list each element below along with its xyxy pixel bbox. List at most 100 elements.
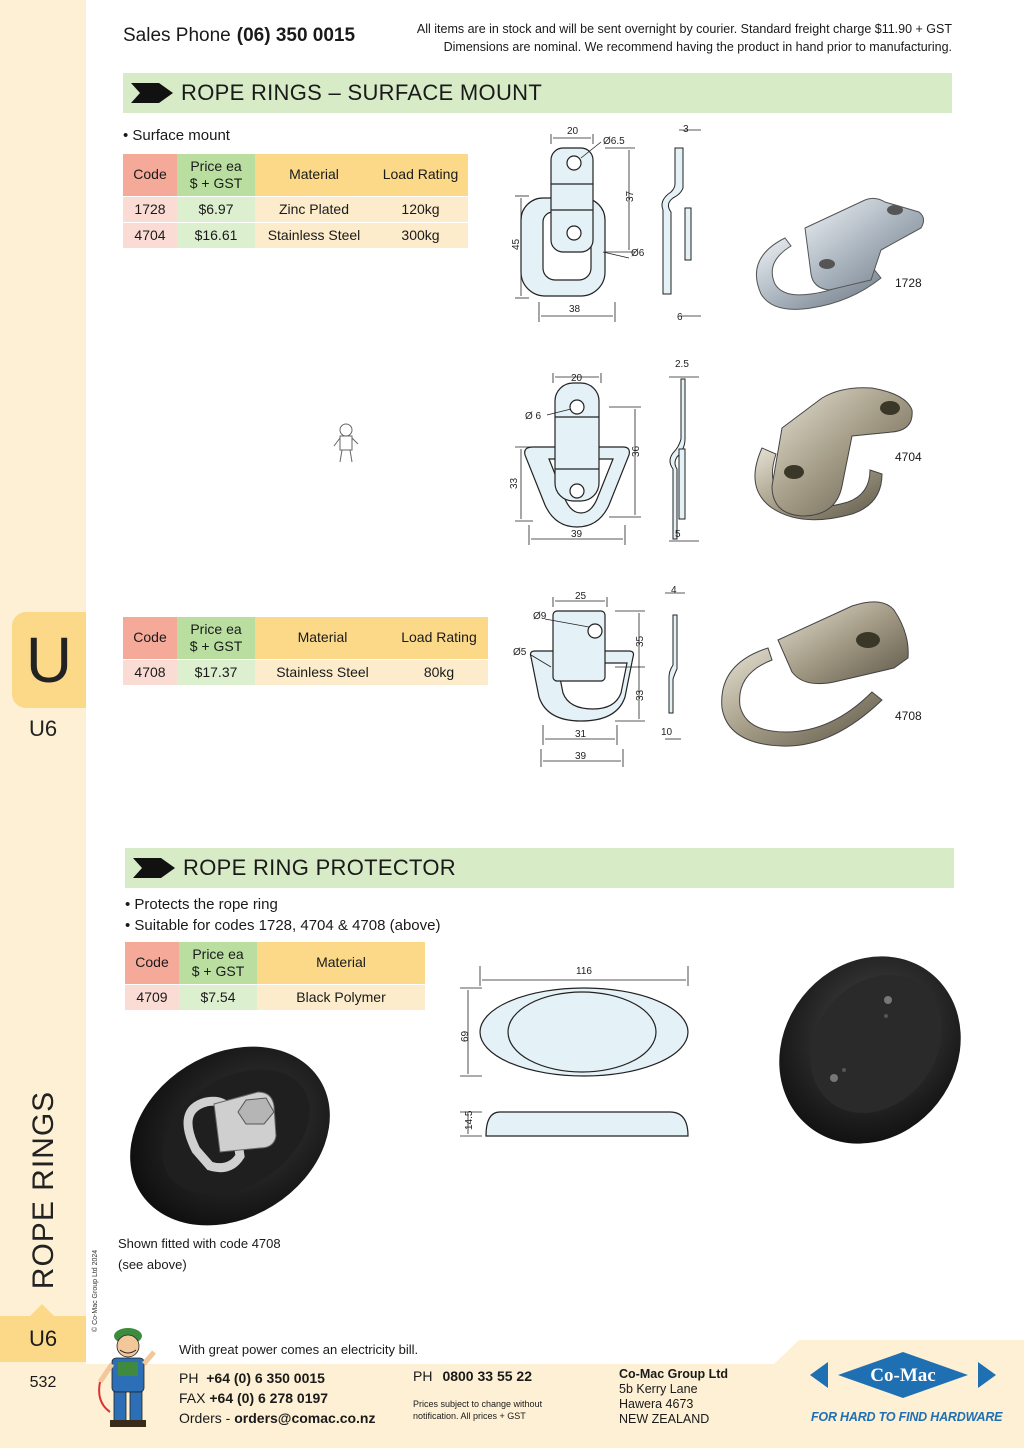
bullet-surface-mount: • Surface mount [123,127,230,144]
dim-label: Ø6 [631,248,645,259]
prices-note-line-2: notification. All prices + GST [413,1411,526,1421]
cell-code: 4708 [123,658,177,685]
company-address: Co-Mac Group Ltd 5b Kerry Lane Hawera 46… [619,1367,728,1427]
dim-label: 5 [675,529,681,540]
dim-label: 20 [571,373,583,384]
address-line-1: 5b Kerry Lane [619,1382,698,1396]
table-row[interactable]: 1728 $6.97 Zinc Plated 120kg [123,195,468,222]
cell-price: $17.37 [177,658,255,685]
bottom-tab-code: U6 [28,1326,58,1351]
page-number: 532 [29,1374,57,1391]
tagline: With great power comes an electricity bi… [179,1342,419,1357]
ph2-label: PH [413,1368,433,1384]
tab-letter: U [25,624,73,696]
header-material: Material [255,617,390,659]
header-code: Code [123,617,177,659]
fax-number[interactable]: +64 (0) 6 278 0197 [209,1390,329,1406]
photo-1728 [756,197,925,310]
dim-label: 45 [511,238,522,250]
photo-4708 [721,601,909,747]
table-row[interactable]: 4709 $7.54 Black Polymer [125,983,425,1010]
bottom-tab: U6 [0,1304,86,1362]
dim-label: Ø9 [533,611,547,622]
prices-note-line-1: Prices subject to change without [413,1399,543,1409]
dim-label: 4 [671,585,677,596]
dim-label: Ø6.5 [603,136,625,147]
logo-tagline: FOR HARD TO FIND HARDWARE [811,1410,1003,1424]
header-price: Price ea$ + GST [177,617,255,659]
cell-code: 4704 [123,221,177,248]
photo-caption: Shown fitted with code 4708 (see above) [118,1233,281,1275]
cell-load: 120kg [373,195,468,222]
cell-material: Black Polymer [257,983,425,1010]
bullet-protects: • Protects the rope ring [125,896,278,913]
photo-4709 [779,956,961,1144]
header-code: Code [125,942,179,984]
cell-price: $7.54 [179,983,257,1010]
table-row[interactable]: 4704 $16.61 Stainless Steel 300kg [123,221,468,248]
cell-material: Stainless Steel [255,221,373,248]
fax-label: FAX [179,1390,206,1406]
photo-label: 4708 [895,709,922,723]
sales-phone-number[interactable]: (06) 350 0015 [236,25,356,46]
logo-text: Co-Mac [870,1365,935,1386]
sales-phone: Sales Phone(06) 350 0015 [123,25,355,47]
ph-label: PH [179,1370,199,1386]
dim-label: 3 [683,124,689,135]
section-tab[interactable]: U [12,612,86,708]
product-table-2: Code Price ea$ + GST Material Load Ratin… [123,617,488,685]
sales-label: Sales Phone [123,25,231,46]
cell-code: 4709 [125,983,179,1010]
copyright: © Co-Mac Group Ltd 2024 [92,1249,99,1332]
caption-line-1: Shown fitted with code 4708 [118,1236,281,1251]
freephone-number[interactable]: 0800 33 55 22 [442,1368,532,1384]
section-banner-protector: ROPE RING PROTECTOR [125,848,954,888]
dim-label: Ø 6 [525,411,542,422]
phone-number[interactable]: +64 (0) 6 350 0015 [206,1370,325,1386]
section-title-vertical: ROPE RINGS [27,1090,60,1290]
cell-load: 80kg [390,658,488,685]
dim-label: 25 [575,591,587,602]
dim-label: 39 [575,751,587,762]
section-title: ROPE RINGS – SURFACE MOUNT [181,80,543,105]
sidebar [0,0,86,1448]
table-row[interactable]: 4708 $17.37 Stainless Steel 80kg [123,658,488,685]
dim-label: Ø5 [513,647,527,658]
tab-code: U6 [28,716,58,741]
notice-line-1: All items are in stock and will be sent … [416,22,952,36]
dim-label: 20 [567,126,579,137]
dim-label: 33 [509,477,520,489]
cell-price: $16.61 [177,221,255,248]
diagram-4708: 25 Ø9 4 Ø5 35 33 31 39 10 [513,585,685,767]
dim-label: 33 [635,689,646,701]
dim-label: 69 [460,1030,471,1042]
cell-material: Zinc Plated [255,195,373,222]
comac-logo[interactable]: Co-Mac [810,1350,996,1400]
diagram-4709: 116 69 14.5 [460,966,689,1137]
dim-label: 10 [661,727,673,738]
section-banner-surface-mount: ROPE RINGS – SURFACE MOUNT [123,73,952,113]
cell-price: $6.97 [177,195,255,222]
dim-label: 14.5 [464,1110,475,1130]
header-code: Code [123,154,177,196]
header-price: Price ea$ + GST [177,154,255,196]
arrow-icon [131,83,173,103]
photo-fitted [130,1046,330,1226]
dim-label: 6 [677,312,683,323]
section-title: ROPE RING PROTECTOR [183,855,456,880]
cell-material: Stainless Steel [255,658,390,685]
freephone: PH 0800 33 55 22 [413,1368,532,1384]
prices-note: Prices subject to change without notific… [413,1398,542,1422]
orders-label: Orders - [179,1410,231,1426]
cell-load: 300kg [373,221,468,248]
photo-label: 4704 [895,450,922,464]
company-name: Co-Mac Group Ltd [619,1367,729,1381]
dim-label: 35 [635,635,646,647]
dim-label: 39 [571,529,583,540]
mascot-small-icon [333,423,359,463]
diagram-4704: 20 Ø 6 2.5 36 33 39 5 [509,359,699,545]
header-price: Price ea$ + GST [179,942,257,984]
orders-email-link[interactable]: orders@comac.co.nz [234,1410,376,1426]
shipping-notice: All items are in stock and will be sent … [417,20,952,56]
address-line-3: NEW ZEALAND [619,1412,710,1426]
